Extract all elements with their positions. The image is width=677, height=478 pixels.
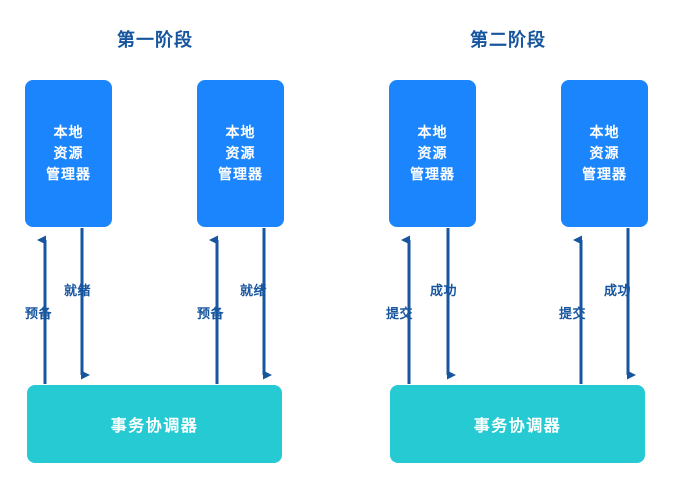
- phase2-p1-request-label: 提交: [386, 306, 414, 321]
- rm-label-line2: 资源: [53, 145, 84, 161]
- rm-label-line2: 资源: [589, 145, 620, 161]
- phase1-p1-response-label: 就绪: [64, 283, 92, 298]
- phase2-p2-response-label: 成功: [604, 283, 632, 298]
- phase2-title: 第二阶段: [470, 30, 546, 50]
- rm-label-line3: 管理器: [582, 166, 627, 182]
- rm-label-line1: 本地: [53, 124, 84, 140]
- phase1-title: 第一阶段: [117, 30, 193, 50]
- rm-label-line1: 本地: [417, 124, 448, 140]
- rm-label-line1: 本地: [225, 124, 256, 140]
- phase1-p1-request-label: 预备: [25, 306, 53, 321]
- phase2-p2-request-label: 提交: [559, 306, 587, 321]
- rm-label-line3: 管理器: [46, 166, 91, 182]
- phase1-resource-manager-2: 本地 资源 管理器: [197, 80, 284, 227]
- phase1-resource-manager-1: 本地 资源 管理器: [25, 80, 112, 227]
- phase1-p2-request-label: 预备: [197, 306, 225, 321]
- rm-label-line3: 管理器: [218, 166, 263, 182]
- rm-label-line2: 资源: [417, 145, 448, 161]
- phase2-p1-response-label: 成功: [430, 283, 458, 298]
- phase1-p2-response-label: 就绪: [240, 283, 268, 298]
- phase1-transaction-coordinator: 事务协调器: [27, 385, 282, 463]
- rm-label-line1: 本地: [589, 124, 620, 140]
- rm-label-line2: 资源: [225, 145, 256, 161]
- phase2-resource-manager-2: 本地 资源 管理器: [561, 80, 648, 227]
- phase2-resource-manager-1: 本地 资源 管理器: [389, 80, 476, 227]
- phase2-transaction-coordinator: 事务协调器: [390, 385, 645, 463]
- rm-label-line3: 管理器: [410, 166, 455, 182]
